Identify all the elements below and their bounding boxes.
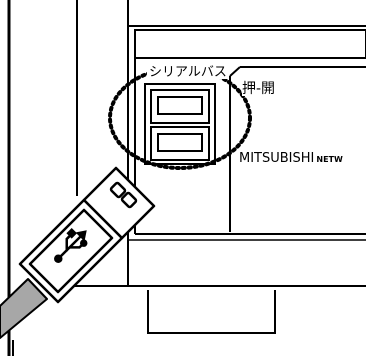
usb-trident-icon <box>54 227 88 263</box>
usb-port-block <box>144 83 216 165</box>
usb-cable <box>0 278 48 339</box>
serial-port-label: シリアルバス <box>147 65 229 80</box>
foot <box>147 290 276 334</box>
brand-suffix: NETW <box>316 155 343 164</box>
push-open-label: 押-開 <box>242 81 276 97</box>
brand-name: MITSUBISHI <box>239 151 315 166</box>
usb-plug <box>18 166 156 304</box>
